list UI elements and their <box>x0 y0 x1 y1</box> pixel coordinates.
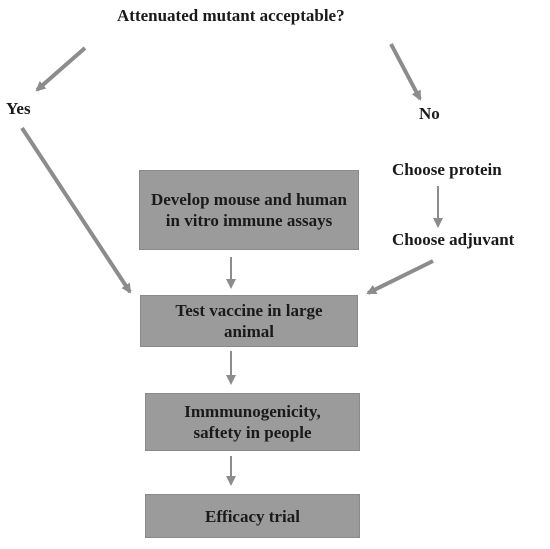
no-label: No <box>419 104 440 123</box>
assays-box: Develop mouse and human in vitro immune … <box>139 170 359 250</box>
question-label: Attenuated mutant acceptable? <box>117 6 345 25</box>
choose-protein-label: Choose protein <box>392 160 502 179</box>
efficacy-box: Efficacy trial <box>145 494 360 538</box>
yes-label: Yes <box>6 99 31 118</box>
arrow-adjuvant-to-test <box>366 259 434 295</box>
large-animal-box-text: Test vaccine in large animal <box>175 301 323 341</box>
immunogenicity-box-text: Immmunogenicity, saftety in people <box>184 402 321 442</box>
arrow-question-to-no <box>389 43 422 101</box>
efficacy-box-text: Efficacy trial <box>205 506 300 526</box>
large-animal-box: Test vaccine in large animal <box>140 295 358 347</box>
assays-box-text: Develop mouse and human in vitro immune … <box>150 190 347 230</box>
arrow-question-to-yes <box>35 46 87 92</box>
immunogenicity-box: Immmunogenicity, saftety in people <box>145 393 360 451</box>
arrow-yes-to-test <box>20 126 132 294</box>
choose-adjuvant-label: Choose adjuvant <box>392 230 515 249</box>
